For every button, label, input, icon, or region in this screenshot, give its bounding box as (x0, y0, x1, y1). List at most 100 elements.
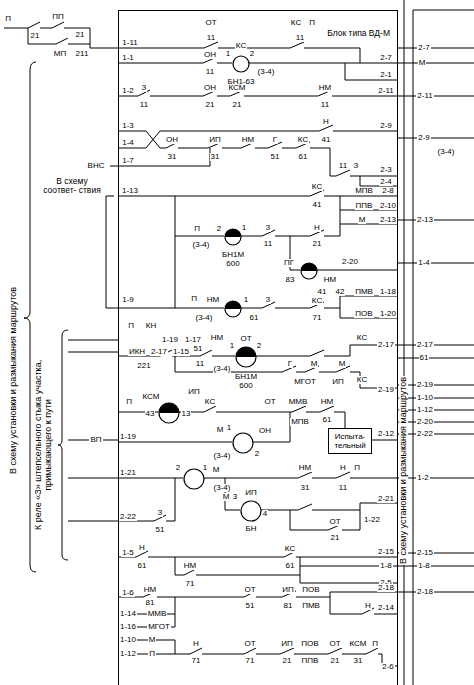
circuit-label: 2-8 (381, 187, 395, 195)
bracket (58, 330, 68, 560)
circuit-label: ОН (165, 136, 179, 144)
circuit-label: 1 (241, 224, 247, 232)
note-text: В схему соответ- ствия (41, 177, 103, 196)
circuit-label: З (265, 296, 272, 304)
circuit-label: 61 (322, 416, 333, 424)
circuit-label: 2-17 (416, 341, 434, 349)
circuit-label: 2 (249, 50, 255, 58)
circuit-label: 71 (312, 314, 323, 322)
circuit-label: 71 (245, 657, 256, 665)
coil-fill (301, 263, 317, 271)
circuit-label: 1-15 (172, 348, 190, 356)
circuit-label: ИКН (128, 348, 146, 356)
relay-name: НМ (206, 296, 220, 304)
wire (4, 28, 398, 666)
coil-circle (225, 301, 241, 317)
circuit-label: 2-9 (379, 122, 393, 130)
coil-symbol (154, 439, 234, 519)
circuit-label: НМ (143, 586, 157, 594)
circuit-label: З (353, 162, 360, 170)
circuit-label: ИП (208, 136, 222, 144)
circuit-label: 1-2 (416, 474, 430, 482)
circuit-label: 4 (262, 510, 268, 518)
circuit-label: 61 (285, 562, 296, 570)
circuit-label: КН (145, 322, 157, 330)
circuit-label: Г (287, 360, 293, 368)
box-text: Испыта- тельный (333, 432, 366, 450)
circuit-label: 2-9 (417, 134, 431, 142)
circuit-label: КСМ (228, 84, 247, 92)
circuit-label: 41 (317, 288, 328, 296)
circuit-label: 1-19 (161, 336, 179, 344)
circuit-label: 51 (270, 153, 281, 161)
circuit-label: 11 (295, 34, 305, 42)
circuit-label: 21 (282, 657, 293, 665)
circuit-label: М (418, 59, 427, 67)
circuit-label: М (222, 493, 231, 501)
circuit-label: Н (138, 544, 146, 552)
circuit-label: 31 (300, 484, 311, 492)
circuit-label: П (148, 650, 156, 658)
circuit-label: 31 (210, 153, 221, 161)
vertical-note: В схему установки и размыкания маршрутов (10, 285, 19, 474)
relay-name: КСМ (142, 393, 161, 401)
circuit-label: КС (290, 19, 302, 27)
circuit-label: 11 (139, 101, 149, 109)
circuit-label: НМ (183, 562, 197, 570)
relay-coil: ИПБН (211, 471, 291, 551)
circuit-label: 211 (75, 50, 90, 58)
circuit-label: П (308, 19, 316, 27)
circuit-label: П (371, 640, 379, 648)
circuit-label: 31 (167, 153, 178, 161)
circuit-label: ММВ (147, 610, 168, 618)
circuit-label: КС (311, 183, 323, 191)
circuit-label: ПМВ (301, 602, 321, 610)
circuit-label: 1-16 (119, 623, 137, 631)
circuit-label: НМ (318, 84, 332, 92)
circuit-label: ПОВ (354, 310, 373, 318)
circuit-label: 2-1 (379, 71, 393, 79)
relay-name: М (212, 466, 221, 474)
circuit-label: 1-9 (121, 296, 135, 304)
circuit-label: Н (313, 224, 321, 232)
circuit-label: ИП (280, 640, 294, 648)
circuit-label: 2-18 (377, 584, 395, 592)
vertical-note: К реле «З» штепсельного стыка участка, п… (34, 344, 54, 546)
circuit-label: 83 (285, 276, 296, 284)
circuit-label: 61 (249, 314, 260, 322)
circuit-label: 2 (254, 450, 260, 458)
circuit-label: НМ (241, 136, 255, 144)
circuit-label: П (4, 15, 12, 23)
test-box: Испыта- тельный (328, 428, 371, 454)
contact-symbol (28, 22, 378, 654)
circuit-label: ОТ (243, 586, 256, 594)
circuit-label: Н (192, 640, 200, 648)
circuit-label: 2 (256, 342, 262, 350)
relay-coil: НМ (193, 269, 273, 349)
circuit-label: 21 (330, 534, 341, 542)
circuit-label: 2 (175, 464, 181, 472)
relay-coil: М (154, 439, 234, 519)
circuit-label: 21 (232, 101, 243, 109)
circuit-label: П (353, 464, 361, 472)
circuit-label: 1-11 (121, 39, 138, 47)
relay-coil: БН1М600 (193, 197, 273, 277)
circuit-label: 21 (75, 31, 86, 39)
circuit-label: 1-8 (379, 562, 393, 570)
circuit-label: НМ (323, 276, 337, 284)
circuit-label: 21 (30, 32, 41, 40)
circuit-label: 51 (155, 526, 166, 534)
circuit-label: 11 (338, 162, 348, 170)
circuit-label: 11 (195, 360, 205, 368)
panel-border (404, 0, 474, 685)
circuit-label: 2-20 (416, 418, 434, 426)
circuit-label: (3-4) (213, 452, 232, 460)
circuit-label: 11 (263, 240, 273, 248)
circuit-label: ММВ (288, 398, 309, 406)
coil-circle (225, 229, 241, 245)
coil-fill (225, 301, 241, 309)
circuit-label: 42 (335, 288, 346, 296)
circuit-label: 2-12 (377, 430, 395, 438)
relay-name: КС (235, 42, 247, 50)
circuit-label: Н (339, 464, 347, 472)
